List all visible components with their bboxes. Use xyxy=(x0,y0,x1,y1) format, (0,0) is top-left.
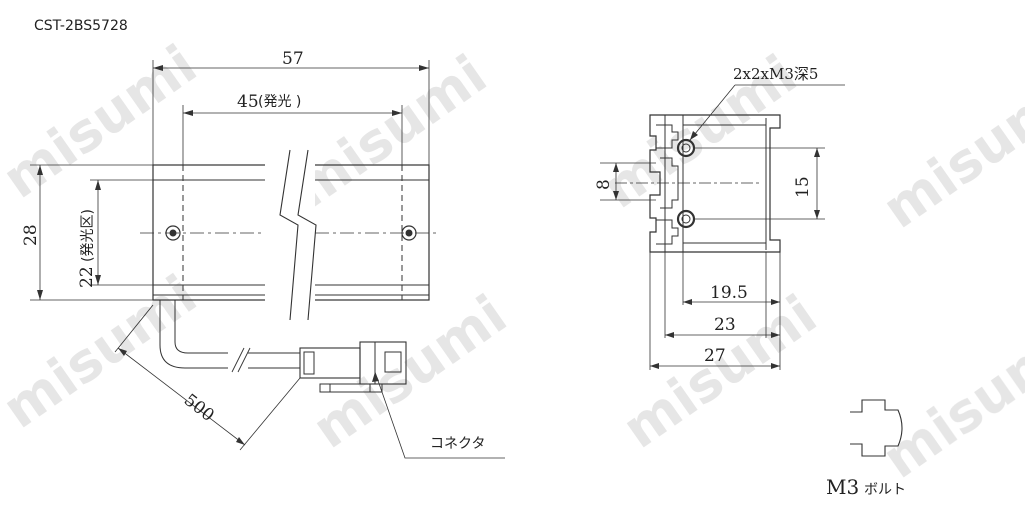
dim-23: 23 xyxy=(714,315,736,335)
break-line-left xyxy=(279,149,299,321)
dim-8: 8 xyxy=(594,179,614,190)
housing-profile xyxy=(649,114,781,253)
svg-text:misumi: misumi xyxy=(301,283,517,461)
model-number: CST-2BS5728 xyxy=(34,18,128,34)
dim-cable-length: 500 xyxy=(180,390,218,426)
svg-text:misumi: misumi xyxy=(871,313,1025,491)
dim-emitting-height: 22 xyxy=(77,266,97,288)
side-hole-bottom xyxy=(676,209,696,229)
break-line-right xyxy=(297,149,317,321)
cable xyxy=(159,300,228,369)
bolt-type-label: ボルト xyxy=(864,482,906,498)
dim-15: 15 xyxy=(793,176,813,198)
dim-overall-length: 57 xyxy=(282,49,304,69)
front-view xyxy=(30,60,505,459)
dim-emitting-length: 45 xyxy=(237,92,259,112)
svg-text:misumi: misumi xyxy=(871,63,1025,241)
emitting-length-note: (発光 ) xyxy=(258,94,301,110)
svg-text:misumi: misumi xyxy=(0,263,208,441)
svg-text:misumi: misumi xyxy=(0,33,208,211)
dim-27: 27 xyxy=(704,346,726,366)
mount-hole-right xyxy=(401,225,417,241)
svg-text:misumi: misumi xyxy=(611,283,827,461)
hole-callout: 2x2xM3深5 xyxy=(733,65,818,83)
watermark: misumi misumi misumi misumi misumi misum… xyxy=(0,33,1025,491)
bolt-size-label: M3 xyxy=(826,475,859,499)
m3-bolt-symbol xyxy=(850,399,903,457)
connector-label: コネクタ xyxy=(430,436,485,452)
side-view xyxy=(600,84,845,370)
emitting-height-note: (発光区) xyxy=(80,209,96,262)
mount-hole-left xyxy=(165,225,181,241)
dim-19-5: 19.5 xyxy=(710,283,748,303)
dim-height: 28 xyxy=(21,224,41,246)
connector xyxy=(299,341,407,393)
